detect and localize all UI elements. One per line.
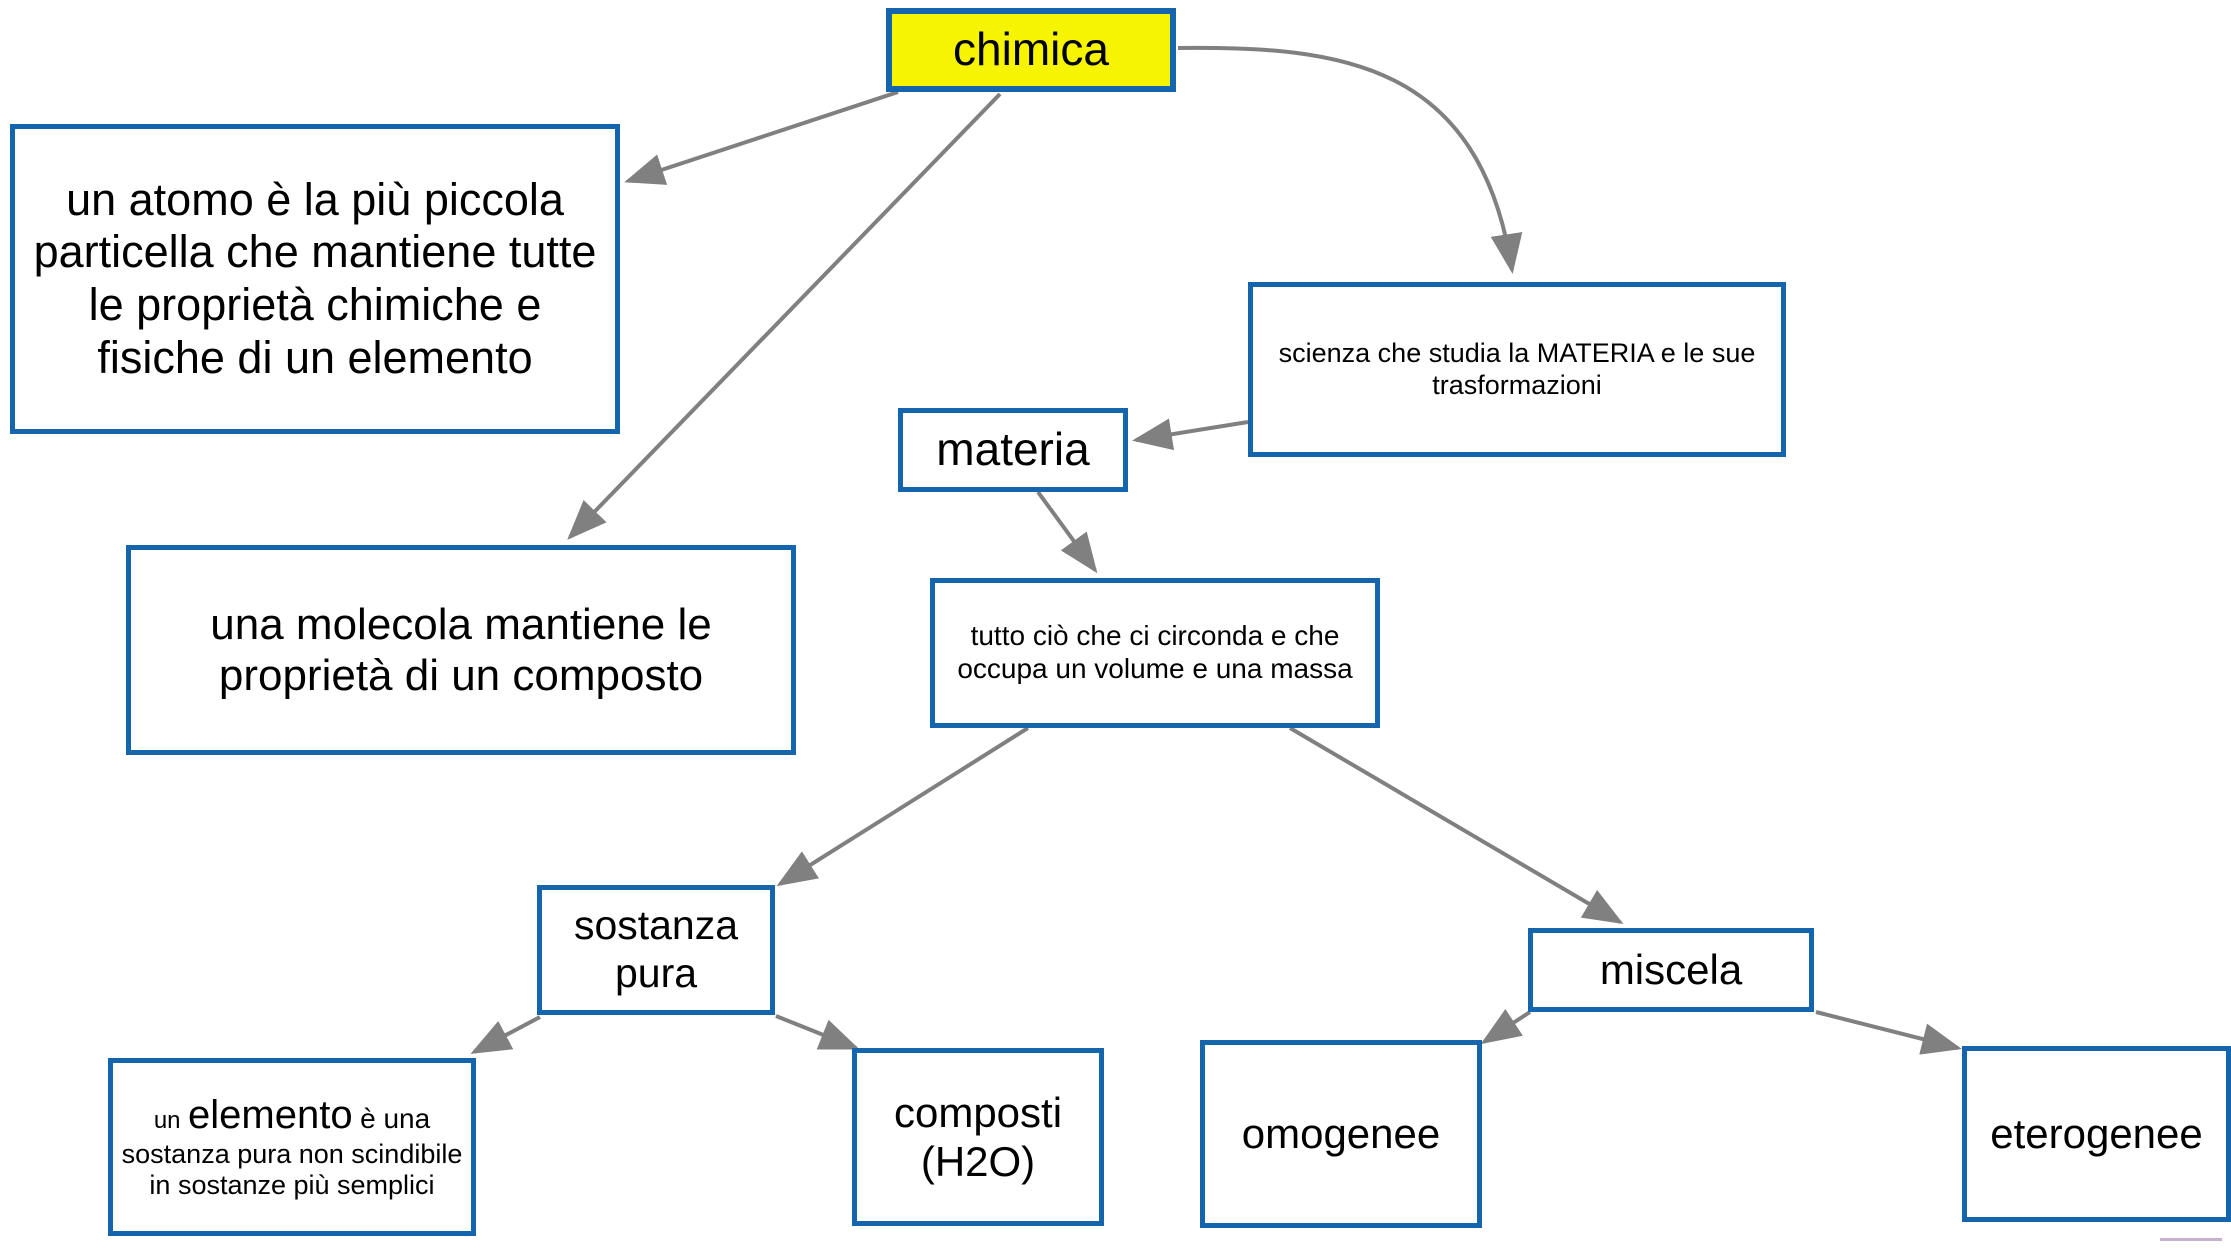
node-materia[interactable]: materia xyxy=(898,408,1128,492)
node-elemento-rest: sostanza pura non scindibile in sostanze… xyxy=(121,1138,463,1201)
edge-chimica-scienza xyxy=(1177,45,1523,274)
node-elemento-definition[interactable]: un elemento è una sostanza pura non scin… xyxy=(108,1058,476,1236)
node-elemento-label: un elemento è una sostanza pura non scin… xyxy=(113,1092,471,1202)
edge-miscela-eterogenee xyxy=(1815,1010,1962,1055)
node-atomo-definition[interactable]: un atomo è la più piccola particella che… xyxy=(10,124,620,434)
node-molecola-label: una molecola mantiene le proprietà di un… xyxy=(210,599,712,700)
node-sostanza-pura[interactable]: sostanza pura xyxy=(537,885,775,1015)
node-composti-label: composti (H2O) xyxy=(893,1088,1063,1185)
edge-scienza-materia xyxy=(1132,418,1249,451)
corner-artifact-mark xyxy=(2160,1238,2222,1241)
node-scienza-label: scienza che studia la MATERIA e le sue t… xyxy=(1278,337,1756,400)
node-molecola-definition[interactable]: una molecola mantiene le proprietà di un… xyxy=(126,545,796,755)
edge-chimica-atomo xyxy=(624,90,899,185)
edge-tuttocio-sostanza xyxy=(776,726,1030,887)
node-materia-label: materia xyxy=(936,423,1090,476)
node-omogenee-label: omogenee xyxy=(1241,1110,1441,1158)
edge-sostanza-elemento xyxy=(470,1015,541,1054)
node-composti[interactable]: composti (H2O) xyxy=(852,1048,1104,1226)
node-chimica[interactable]: chimica xyxy=(886,8,1176,92)
node-scienza-definition[interactable]: scienza che studia la MATERIA e le sue t… xyxy=(1248,282,1786,457)
node-materia-definition[interactable]: tutto ciò che ci circonda e che occupa u… xyxy=(930,578,1380,728)
edge-tuttocio-miscela xyxy=(1288,726,1624,925)
node-elemento-mid: è una xyxy=(360,1103,431,1135)
node-elemento-emphasis: elemento xyxy=(188,1093,353,1138)
node-eterogenee-label: eterogenee xyxy=(1990,1110,2203,1158)
node-tuttocio-label: tutto ciò che ci circonda e che occupa u… xyxy=(957,620,1353,684)
node-sostanza-label: sostanza pura xyxy=(573,902,739,996)
edge-materia-tuttocio xyxy=(1036,490,1098,574)
node-elemento-lead: un xyxy=(153,1107,181,1135)
node-omogenee[interactable]: omogenee xyxy=(1200,1040,1482,1228)
node-miscela-label: miscela xyxy=(1599,946,1743,994)
node-atomo-label: un atomo è la più piccola particella che… xyxy=(33,173,597,383)
edge-miscela-omogenee xyxy=(1480,1008,1532,1045)
node-miscela[interactable]: miscela xyxy=(1528,928,1814,1012)
node-chimica-label: chimica xyxy=(953,23,1109,76)
edge-sostanza-composti xyxy=(775,1014,860,1050)
node-eterogenee[interactable]: eterogenee xyxy=(1962,1046,2231,1222)
